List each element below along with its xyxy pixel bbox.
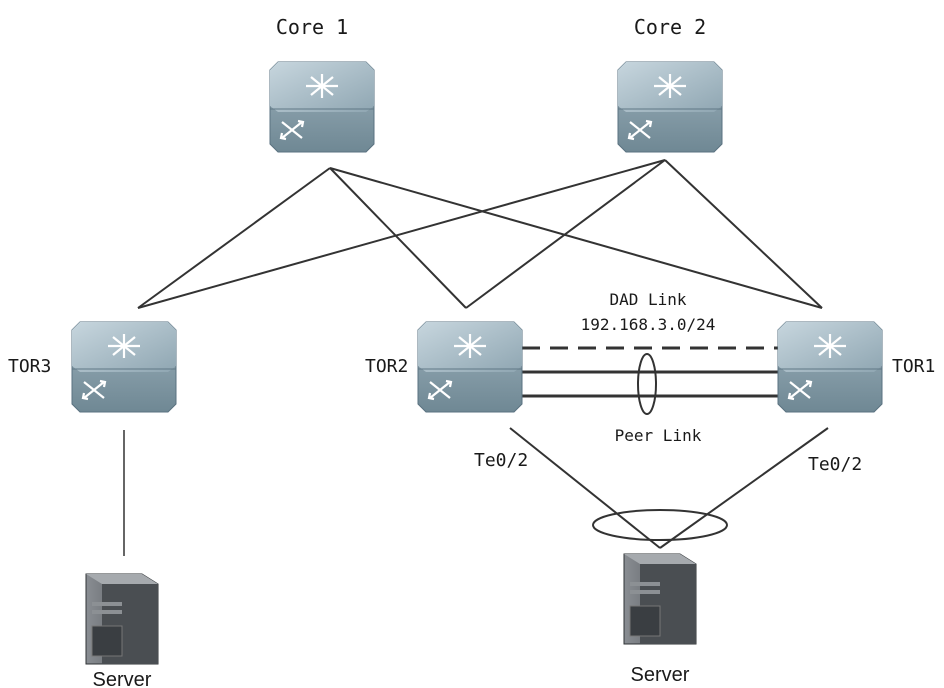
link-core2-tor2 [465,159,666,309]
links-layer [123,159,829,556]
peer-link-bundle-ellipse [637,353,657,415]
peer-link-label: Peer Link [615,426,702,445]
server-left-label: Server [93,669,152,688]
core2-label: Core 2 [634,15,706,39]
tor1-label: TOR1 [892,356,935,377]
link-core2-tor1 [664,159,823,309]
tor2-port-label: Te0/2 [474,450,528,471]
switch-icon [70,320,178,414]
server-right [623,553,697,645]
tor3-label: TOR3 [8,356,51,377]
tor2-label: TOR2 [365,356,408,377]
core2-switch [616,60,724,154]
tor3-switch [70,320,178,414]
switch-icon [776,320,884,414]
switch-icon [416,320,524,414]
dad-link-subnet: 192.168.3.0/24 [581,315,716,334]
switch-icon [616,60,724,154]
core1-switch [268,60,376,154]
tor1-switch [776,320,884,414]
dad-link-label: DAD Link [609,290,686,309]
server-left [85,573,159,665]
server-right-label: Server [631,664,690,686]
server-icon [623,553,697,645]
tor2-switch [416,320,524,414]
link-core1-tor2 [329,167,467,309]
server-bundle-ellipse [592,509,728,541]
core1-label: Core 1 [276,15,348,39]
tor1-port-label: Te0/2 [808,454,862,475]
switch-icon [268,60,376,154]
link-tor1-server [659,427,829,549]
link-tor2-server [509,427,661,549]
link-core2-tor3 [137,159,666,309]
link-core1-tor1 [329,167,823,309]
link-core1-tor3 [137,167,331,309]
server-icon [85,573,159,665]
